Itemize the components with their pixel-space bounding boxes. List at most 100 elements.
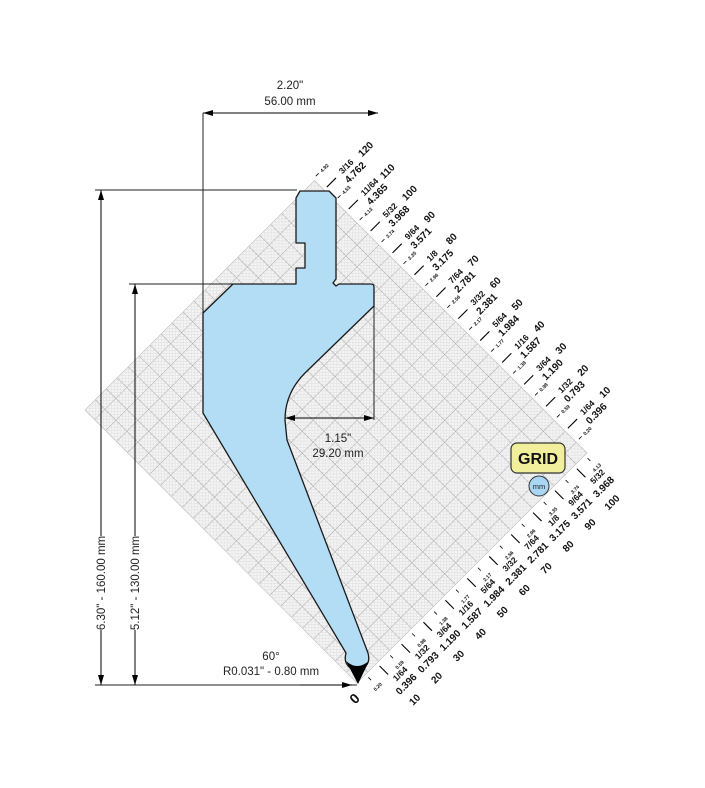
- scale-value-label: 50: [510, 297, 526, 313]
- scale-small-label: 1.77: [460, 594, 471, 605]
- scale-value-label: 100: [603, 493, 623, 513]
- scale-tick-minor: [337, 194, 341, 199]
- scale-value-label: 10: [408, 692, 424, 708]
- scale-small-label: 0.59: [395, 660, 406, 671]
- scale-value-label: 70: [466, 253, 482, 269]
- scale-tick-minor: [565, 479, 569, 484]
- scale-tick-major: [488, 556, 499, 566]
- scale-tick-major: [545, 396, 556, 407]
- tip-radius-label: R0.031" - 0.80 mm: [223, 666, 319, 678]
- scale-tick-minor: [468, 326, 473, 330]
- scale-small-label: 2.56: [504, 550, 515, 561]
- scale-small-label: 1.38: [438, 616, 449, 627]
- scale-tick-major: [501, 352, 512, 363]
- scale-value-label: 80: [561, 539, 577, 555]
- scale-small-label: 2.96: [526, 528, 537, 539]
- throat-mm-label: 29.20 mm: [312, 448, 363, 460]
- scale-small-label: 0.20: [373, 682, 384, 693]
- scale-tick-major: [379, 665, 389, 675]
- scale-tick-major: [423, 621, 433, 632]
- scale-tick-major: [370, 221, 381, 232]
- tool-tip: [346, 661, 369, 684]
- scale-tick-minor: [433, 611, 438, 615]
- scale-value-label: 90: [422, 209, 438, 225]
- scale-tick-minor: [521, 523, 525, 528]
- scale-value-label: 40: [473, 626, 489, 642]
- scale-value-label: 70: [539, 561, 555, 577]
- scale-small-label: 2.56: [451, 294, 462, 305]
- scale-tick-major: [401, 643, 411, 653]
- scale-tick-minor: [381, 238, 385, 243]
- scale-small-label: 0.98: [416, 638, 427, 649]
- unit-toggle-label: mm: [533, 482, 546, 491]
- scale-tick-minor: [315, 173, 319, 177]
- scale-tick-minor: [490, 348, 495, 352]
- scale-small-label: 1.77: [495, 338, 506, 349]
- tip-angle-label: 60°: [262, 651, 279, 663]
- grid-toggle-button[interactable]: GRID: [510, 442, 566, 474]
- width-inch-label: 2.20": [277, 80, 303, 92]
- scale-value-label: 80: [444, 231, 460, 247]
- scale-tick-minor: [587, 457, 591, 462]
- scale-tick-major: [532, 512, 542, 522]
- scale-value-label: 120: [356, 140, 376, 160]
- scale-tick-minor: [403, 260, 407, 265]
- scale-value-label: 110: [378, 162, 397, 181]
- scale-origin-label: 0: [346, 690, 363, 707]
- scale-tick-major: [523, 374, 534, 385]
- scale-value-label: 20: [429, 670, 445, 686]
- scale-value-label: 60: [488, 275, 504, 291]
- total-height-label: 6.30" - 160.00 mm: [96, 536, 108, 630]
- scale-tick-minor: [499, 545, 503, 549]
- scale-tick-major: [567, 418, 578, 429]
- scale-tick-minor: [477, 567, 482, 571]
- scale-value-label: 10: [598, 385, 614, 401]
- scale-tick-major: [457, 309, 468, 320]
- scale-tick-minor: [411, 633, 416, 637]
- scale-tick-minor: [425, 282, 429, 287]
- scale-value-label: 30: [451, 648, 467, 664]
- scale-tick-minor: [455, 589, 460, 593]
- scale-value-label: 90: [583, 517, 599, 533]
- scale-tick-major: [479, 330, 490, 341]
- working-height-label: 5.12" - 130.00 mm: [130, 536, 142, 630]
- scale-tick-minor: [543, 501, 547, 506]
- scale-tick-minor: [512, 370, 517, 374]
- width-mm-label: 56.00 mm: [264, 96, 315, 108]
- scale-tick-major: [576, 468, 586, 478]
- scale-tick-major: [554, 490, 564, 500]
- grid-toggle-label: GRID: [518, 451, 558, 468]
- scale-tick-minor: [556, 414, 561, 418]
- scale-small-label: 2.96: [429, 272, 440, 283]
- scale-tick-major: [510, 534, 521, 544]
- scale-small-label: 0.98: [539, 382, 550, 393]
- throat-inch-label: 1.15": [325, 433, 351, 445]
- scale-small-label: 3.35: [548, 506, 559, 517]
- scale-small-label: 0.20: [582, 426, 593, 437]
- scale-small-label: 2.17: [473, 316, 484, 327]
- scale-small-label: 4.13: [592, 462, 603, 473]
- scale-tick-minor: [389, 655, 394, 659]
- scale-value-label: 100: [400, 184, 420, 204]
- scale-value-label: 20: [576, 363, 592, 379]
- scale-tick-major: [414, 265, 425, 276]
- scale-tick-minor: [368, 677, 372, 681]
- scale-tick-major: [466, 577, 477, 588]
- scale-tick-major: [444, 599, 455, 610]
- scale-value-label: 30: [554, 341, 570, 357]
- scale-small-label: 4.53: [341, 185, 352, 196]
- scale-tick-major: [392, 243, 403, 254]
- unit-toggle-button[interactable]: mm: [528, 475, 550, 497]
- scale-small-label: 0.59: [560, 404, 571, 415]
- scale-small-label: 3.74: [385, 229, 396, 240]
- scale-value-label: 60: [517, 583, 533, 599]
- scale-value-label: 50: [495, 605, 511, 621]
- scale-small-label: 2.17: [482, 572, 493, 583]
- scale-small-label: 4.13: [363, 207, 374, 218]
- scale-value-label: 40: [532, 319, 548, 335]
- scale-tick-major: [326, 177, 337, 188]
- scale-tick-minor: [578, 436, 582, 440]
- scale-small-label: 3.74: [570, 484, 581, 495]
- scale-small-label: 1.38: [517, 360, 528, 371]
